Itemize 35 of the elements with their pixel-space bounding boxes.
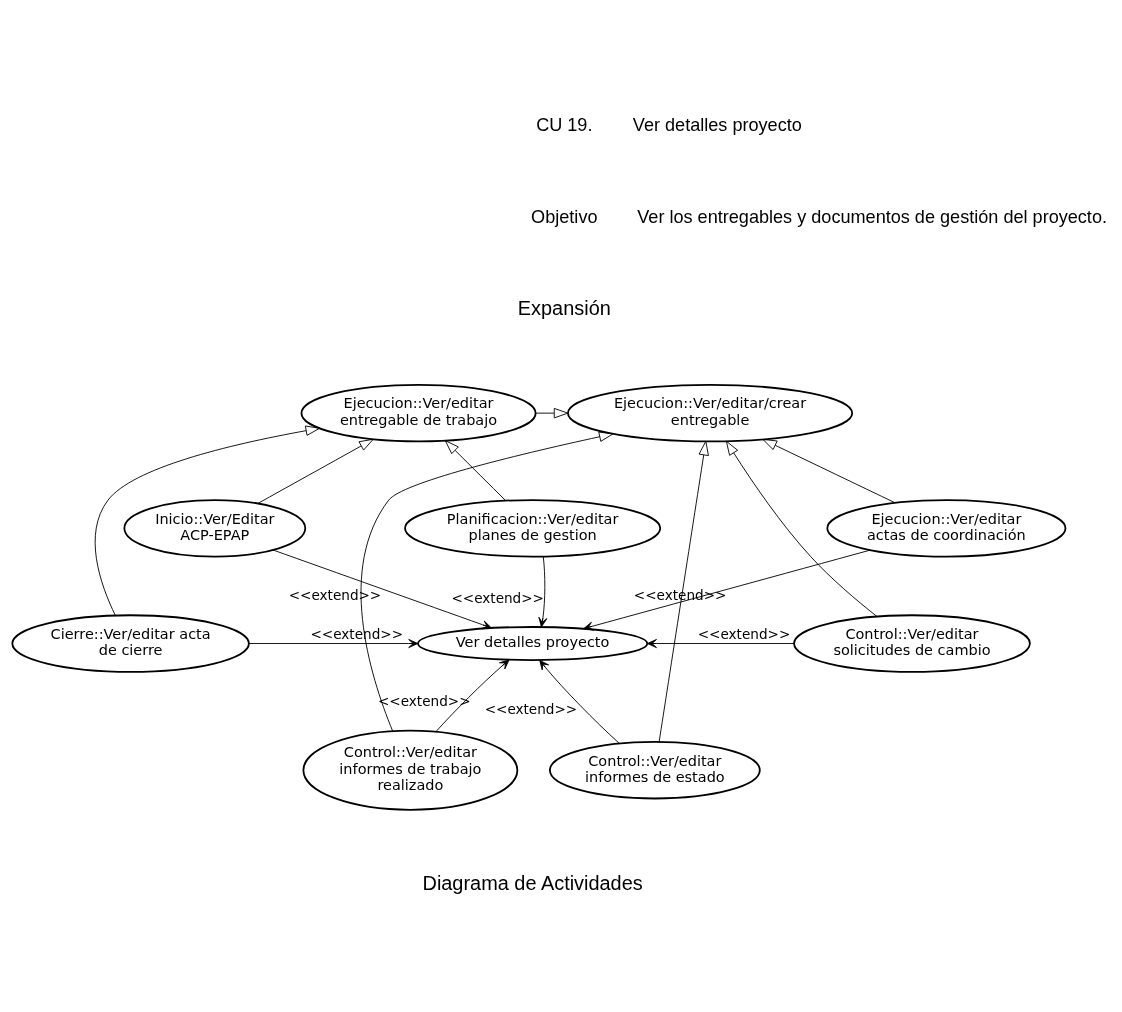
node-ellipse: Control::Ver/editar informes de estado <box>549 741 761 800</box>
arrow <box>435 659 510 732</box>
arrow <box>272 549 492 630</box>
arrow <box>444 440 507 501</box>
node-ellipse: Ver detalles proyecto <box>417 626 649 661</box>
node-ellipse: Control::Ver/editar solicitudes de cambio <box>793 614 1031 673</box>
arrow <box>248 639 419 649</box>
label: Objetivo <box>531 206 598 227</box>
edge-label: <<extend>> <box>484 701 578 718</box>
label: Ver detalles proyecto <box>632 115 802 136</box>
arrow <box>94 425 321 616</box>
node-ellipse: Cierre::Ver/editar acta de cierre <box>11 614 250 673</box>
node-ellipse: Ejecucion::Ver/editar entregable de trabajo <box>300 383 537 443</box>
arrow <box>257 438 374 504</box>
label: Expansión <box>517 296 611 319</box>
arrow <box>658 440 709 743</box>
arrow <box>360 431 614 732</box>
label: CU 19. <box>536 115 593 136</box>
edge-label: <<extend>> <box>697 626 791 642</box>
node-ellipse: Control::Ver/editar informes de trabajo realizado <box>302 729 519 811</box>
arrow <box>725 440 878 617</box>
label: Diagrama de Actividades <box>422 872 643 895</box>
node-ellipse: Inicio::Ver/Editar ACP-EPAP <box>123 499 307 558</box>
edge-label: <<extend>> <box>310 626 404 642</box>
arrow <box>535 407 569 419</box>
node-ellipse: Planificacion::Ver/editar planes de gestion <box>404 499 662 558</box>
label: Ver los entregables y documentos de gestión del proyecto. <box>637 206 1108 227</box>
edge-label: <<extend>> <box>451 589 544 606</box>
arrow <box>539 659 620 744</box>
arrow <box>538 556 548 628</box>
arrow <box>647 639 795 649</box>
arrow <box>583 549 871 631</box>
arrow <box>762 438 896 504</box>
edge-label: <<extend>> <box>288 586 382 603</box>
node-ellipse: Ejecucion::Ver/editar actas de coordinación <box>826 499 1067 558</box>
